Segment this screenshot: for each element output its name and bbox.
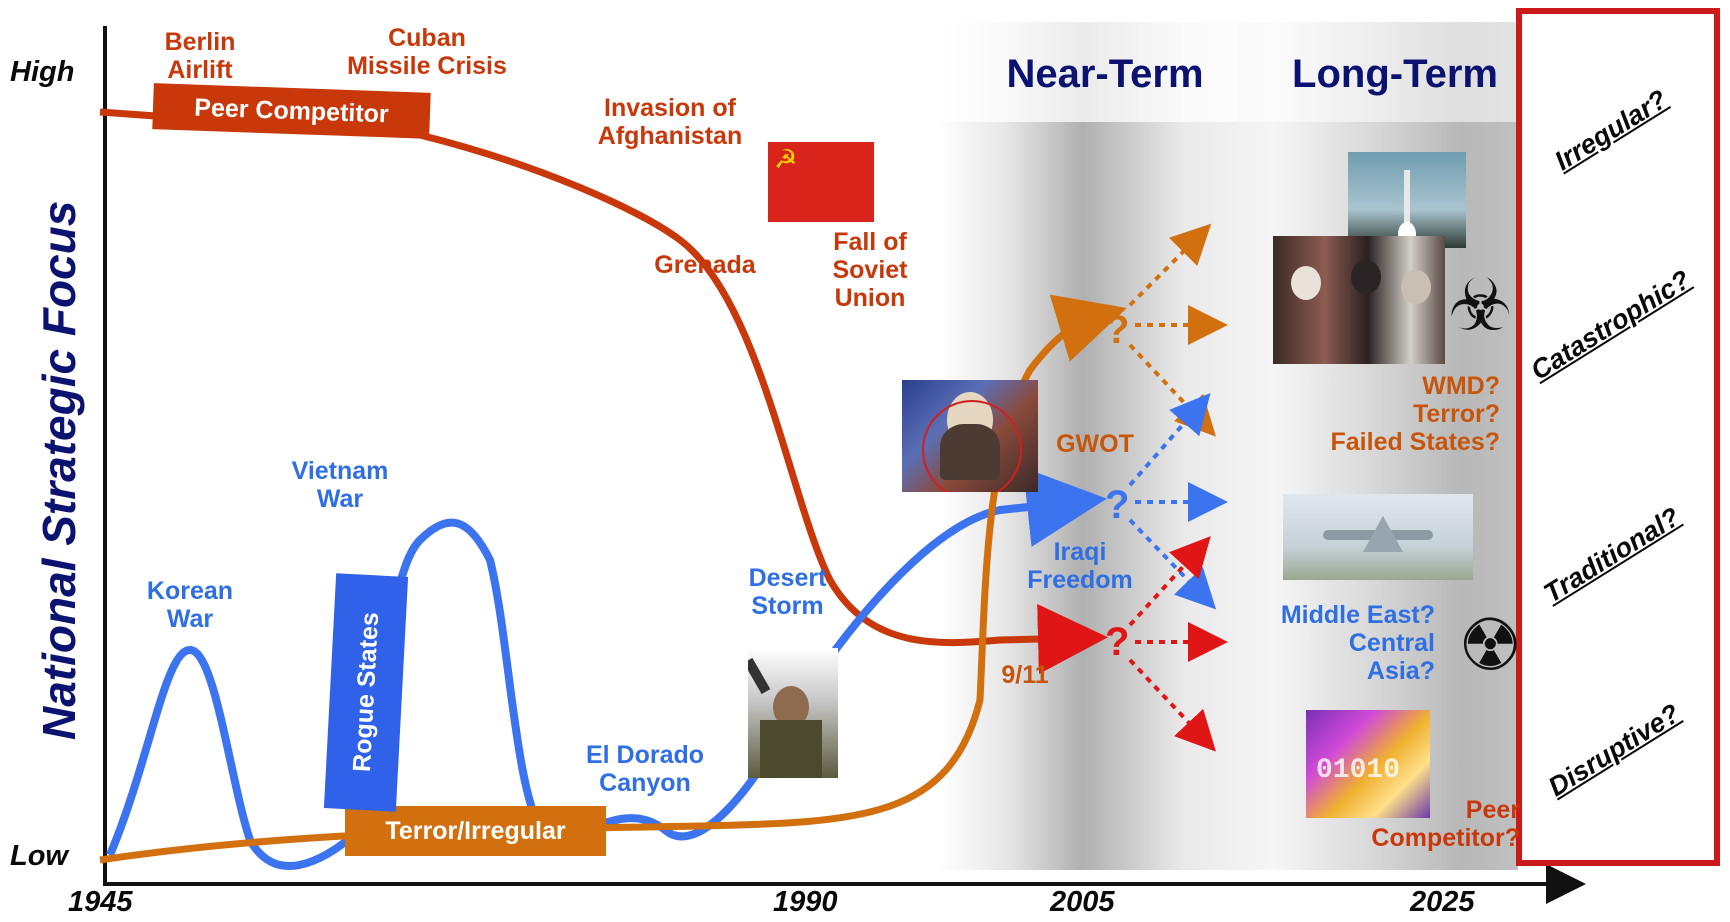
bin-laden-photo xyxy=(902,380,1038,492)
fighter-jet-photo xyxy=(1283,494,1473,580)
red-branch-up xyxy=(1128,536,1211,627)
insurgents-photo xyxy=(1273,236,1445,364)
future-threats-label: WMD? Terror? Failed States? xyxy=(1330,372,1501,456)
future-peer-label: Peer Competitor? xyxy=(1371,796,1520,852)
x-tick-1990: 1990 xyxy=(773,886,838,918)
biohazard-icon: ☣ xyxy=(1448,266,1513,346)
grenada-label: Grenada xyxy=(654,251,756,279)
x-tick-1945: 1945 xyxy=(68,886,133,918)
challenges-frame xyxy=(1516,8,1720,866)
peer-competitor-box: Peer Competitor xyxy=(152,83,431,139)
rogue-states-box: Rogue States xyxy=(323,573,409,812)
radiation-icon: ☢ xyxy=(1458,606,1523,686)
invasion-afghanistan-label: Invasion of Afghanistan xyxy=(597,94,743,150)
peer-competitor-curve xyxy=(99,108,1108,675)
saddam-photo xyxy=(748,648,838,778)
y-high-label: High xyxy=(10,56,75,88)
iraqi-freedom-label: Iraqi Freedom xyxy=(1027,538,1133,594)
el-dorado-canyon-label: El Dorado Canyon xyxy=(585,741,705,797)
cuban-missile-crisis-label: Cuban Missile Crisis xyxy=(347,24,507,80)
vietnam-war-label: Vietnam War xyxy=(291,457,389,513)
binary-data-photo: 01010 xyxy=(1306,710,1430,818)
rogue-states-label: Rogue States xyxy=(347,611,384,773)
blue-question-mark: ? xyxy=(1105,483,1130,527)
fall-soviet-union-label: Fall of Soviet Union xyxy=(832,228,908,312)
red-branch-down xyxy=(1128,658,1216,752)
future-regions-label: Middle East? Central Asia? xyxy=(1280,601,1435,685)
near-term-heading: Near-Term xyxy=(1006,52,1204,96)
orange-question-mark: ? xyxy=(1105,308,1130,352)
orange-branch-up xyxy=(1128,223,1212,307)
desert-storm-label: Desert Storm xyxy=(748,564,827,620)
soviet-flag-image: ☭ xyxy=(768,142,874,222)
hammer-sickle-icon: ☭ xyxy=(774,144,798,174)
y-low-label: Low xyxy=(10,840,68,872)
x-tick-2025: 2025 xyxy=(1410,886,1475,918)
korean-war-label: Korean War xyxy=(146,577,234,633)
y-axis-title: National Strategic Focus xyxy=(33,200,85,740)
gwot-label: GWOT xyxy=(1056,430,1134,458)
red-question-mark: ? xyxy=(1105,620,1130,664)
nine-eleven-label: 9/11 xyxy=(1001,661,1049,689)
berlin-airlift-label: Berlin Airlift xyxy=(164,28,236,84)
missile-launch-photo xyxy=(1348,152,1466,248)
blue-branch-up xyxy=(1128,392,1211,487)
long-term-heading: Long-Term xyxy=(1292,52,1498,96)
terror-irregular-box: Terror/Irregular xyxy=(345,806,606,856)
x-tick-2005: 2005 xyxy=(1050,886,1115,918)
